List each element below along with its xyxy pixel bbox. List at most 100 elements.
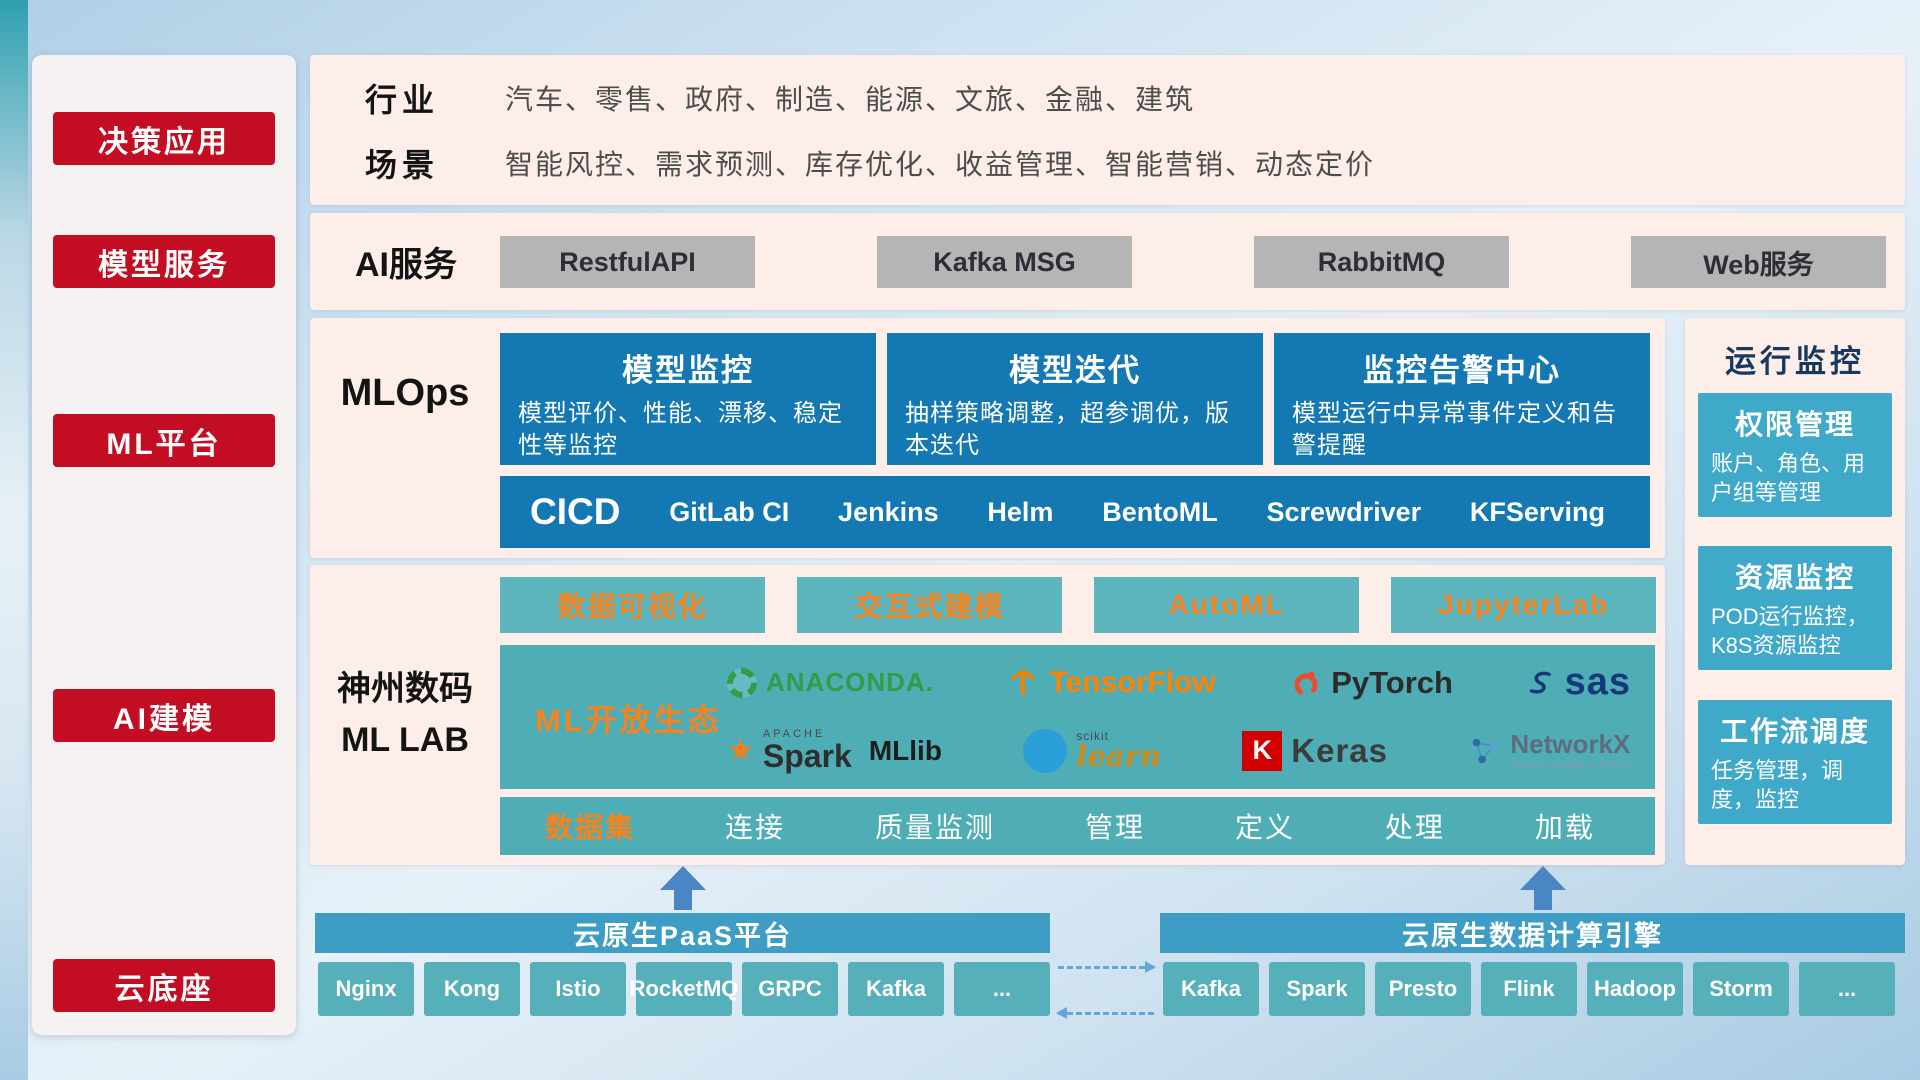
card-desc: 抽样策略调整，超参调优，版本迭代 xyxy=(905,400,1230,460)
learn-text: learn xyxy=(1076,739,1161,774)
ai-service-chip-rabbitmq: RabbitMQ xyxy=(1254,236,1509,288)
paas-chip-rocketmq: RocketMQ xyxy=(630,962,738,1016)
scikit-learn-logo: scikit learn xyxy=(1023,728,1161,773)
engine-chip-kafka: Kafka xyxy=(1163,962,1259,1016)
engine-chip-spark: Spark xyxy=(1269,962,1365,1016)
paas-chip-grpc: GRPC xyxy=(742,962,838,1016)
spark-mllib-logo: ★ APACHE Spark MLlib xyxy=(727,729,942,775)
layer-label-ml-platform: ML平台 xyxy=(53,414,275,467)
scikit-learn-icon xyxy=(1023,728,1068,773)
dataset-label: 数据集 xyxy=(545,812,636,843)
industry-list: 汽车、零售、政府、制造、能源、文旅、金融、建筑 xyxy=(505,84,1196,115)
card-desc: POD运行监控，K8S资源监控 xyxy=(1711,604,1869,658)
pytorch-wordmark: PyTorch xyxy=(1331,664,1453,700)
mlops-panel: MLOps 模型监控 模型评价、性能、漂移、稳定性等监控 模型迭代 抽样策略调整… xyxy=(310,318,1665,558)
ecosystem-logo-row: ★ APACHE Spark MLlib scikit learn xyxy=(715,728,1643,775)
card-desc: 账户、角色、用户组等管理 xyxy=(1711,451,1866,505)
paas-chip-kong: Kong xyxy=(424,962,520,1016)
pytorch-logo: PyTorch xyxy=(1290,665,1453,701)
dataset-item-connect: 连接 xyxy=(724,812,785,843)
tool-chip-interactive-modeling: 交互式建模 xyxy=(797,577,1062,633)
mlops-card-model-iteration: 模型迭代 抽样策略调整，超参调优，版本迭代 xyxy=(887,333,1263,465)
card-desc: 任务管理，调度，监控 xyxy=(1711,758,1844,812)
cicd-item-gitlab-ci: GitLab CI xyxy=(669,496,790,527)
industry-row: 行业 汽车、零售、政府、制造、能源、文旅、金融、建筑 xyxy=(310,72,1905,124)
card-title: 模型监控 xyxy=(622,353,754,388)
dataset-item-define: 定义 xyxy=(1234,812,1295,843)
pytorch-icon xyxy=(1294,671,1318,697)
scenario-row: 场景 智能风控、需求预测、库存优化、收益管理、智能营销、动态定价 xyxy=(310,137,1905,189)
networkx-wordmark: NetworkX Network Analysis in Python xyxy=(1510,729,1631,771)
engine-chip-flink: Flink xyxy=(1481,962,1577,1016)
engine-header: 云原生数据计算引擎 xyxy=(1160,913,1905,953)
tensorflow-logo: TensorFlow xyxy=(1009,666,1216,700)
sas-icon xyxy=(1529,671,1551,694)
card-title: 资源监控 xyxy=(1734,562,1855,593)
anaconda-logo: ANACONDA. xyxy=(727,667,934,698)
dataset-bar: 数据集 连接 质量监测 管理 定义 处理 加载 xyxy=(500,797,1655,855)
cicd-item-kfserving: KFServing xyxy=(1469,496,1605,527)
card-title: 工作流调度 xyxy=(1719,716,1870,747)
layer-label-cloud-base: 云底座 xyxy=(53,959,275,1012)
scenario-label: 场景 xyxy=(365,147,440,183)
networkx-icon xyxy=(1473,738,1498,763)
up-arrow-icon xyxy=(1520,866,1566,910)
mlops-card-alert-center: 监控告警中心 模型运行中异常事件定义和告警提醒 xyxy=(1274,333,1650,465)
dashed-arrow-right-icon xyxy=(1058,961,1156,973)
engine-chip-storm: Storm xyxy=(1693,962,1789,1016)
mlops-label: MLOps xyxy=(340,371,470,414)
monitoring-title: 运行监控 xyxy=(1725,344,1865,379)
cicd-bar: CICD GitLab CI Jenkins Helm BentoML Scre… xyxy=(500,476,1650,548)
dataset-item-manage: 管理 xyxy=(1084,812,1145,843)
ai-service-panel: AI服务 RestfulAPI Kafka MSG RabbitMQ Web服务 xyxy=(310,213,1905,310)
networkx-subtitle: Network Analysis in Python xyxy=(1510,759,1631,771)
monitoring-card-resources: 资源监控 POD运行监控，K8S资源监控 xyxy=(1698,546,1892,670)
monitoring-panel: 运行监控 权限管理 账户、角色、用户组等管理 资源监控 POD运行监控，K8S资… xyxy=(1685,318,1905,865)
engine-chip-more: ... xyxy=(1799,962,1895,1016)
spark-text: Spark xyxy=(762,738,852,775)
keras-icon: K xyxy=(1242,730,1283,771)
industry-label: 行业 xyxy=(365,82,440,118)
card-desc: 模型评价、性能、漂移、稳定性等监控 xyxy=(518,400,843,460)
mllab-label-line2: ML LAB xyxy=(341,721,469,759)
keras-logo: K Keras xyxy=(1242,730,1389,771)
cicd-item-jenkins: Jenkins xyxy=(838,496,939,527)
card-title: 监控告警中心 xyxy=(1363,353,1561,388)
ai-service-label: AI服务 xyxy=(355,246,457,284)
dashed-arrow-left-icon xyxy=(1056,1007,1154,1019)
monitoring-card-permissions: 权限管理 账户、角色、用户组等管理 xyxy=(1698,393,1892,517)
sas-wordmark: sas xyxy=(1564,661,1631,704)
mlops-card-model-monitoring: 模型监控 模型评价、性能、漂移、稳定性等监控 xyxy=(500,333,876,465)
anaconda-icon xyxy=(727,667,757,698)
mllab-panel: 神州数码 ML LAB 数据可视化 交互式建模 AutoML JupyterLa… xyxy=(310,565,1665,865)
keras-wordmark: Keras xyxy=(1291,731,1389,769)
cicd-item-screwdriver: Screwdriver xyxy=(1266,496,1422,527)
cicd-item-bentoml: BentoML xyxy=(1102,496,1218,527)
ml-ecosystem-label: ML开放生态 xyxy=(535,702,722,738)
scikit-learn-wordmark: scikit learn xyxy=(1076,730,1161,771)
cicd-item-helm: Helm xyxy=(987,496,1054,527)
ai-service-chip-web: Web服务 xyxy=(1631,236,1886,288)
scikit-text: scikit xyxy=(1076,729,1109,744)
layer-sidebar: 决策应用 模型服务 ML平台 AI建模 云底座 xyxy=(32,55,296,1035)
ai-service-chip-kafka-msg: Kafka MSG xyxy=(877,236,1132,288)
paas-chip-more: ... xyxy=(954,962,1050,1016)
layer-label-decision-app: 决策应用 xyxy=(53,112,275,165)
spark-wordmark: APACHE Spark xyxy=(762,729,852,775)
paas-chip-nginx: Nginx xyxy=(318,962,414,1016)
paas-chip-istio: Istio xyxy=(530,962,626,1016)
paas-header: 云原生PaaS平台 xyxy=(315,913,1050,953)
engine-chip-presto: Presto xyxy=(1375,962,1471,1016)
card-desc: 模型运行中异常事件定义和告警提醒 xyxy=(1292,400,1617,460)
tensorflow-icon xyxy=(1011,669,1034,697)
card-title: 模型迭代 xyxy=(1009,353,1141,388)
up-arrow-icon xyxy=(660,866,706,910)
tool-chip-automl: AutoML xyxy=(1094,577,1359,633)
mllib-text: MLlib xyxy=(868,734,942,766)
monitoring-card-workflow: 工作流调度 任务管理，调度，监控 xyxy=(1698,700,1892,824)
tool-chip-data-visualization: 数据可视化 xyxy=(500,577,765,633)
dataset-item-quality: 质量监测 xyxy=(874,812,995,843)
ai-service-chip-restfulapi: RestfulAPI xyxy=(500,236,755,288)
industry-panel: 行业 汽车、零售、政府、制造、能源、文旅、金融、建筑 场景 智能风控、需求预测、… xyxy=(310,55,1905,205)
